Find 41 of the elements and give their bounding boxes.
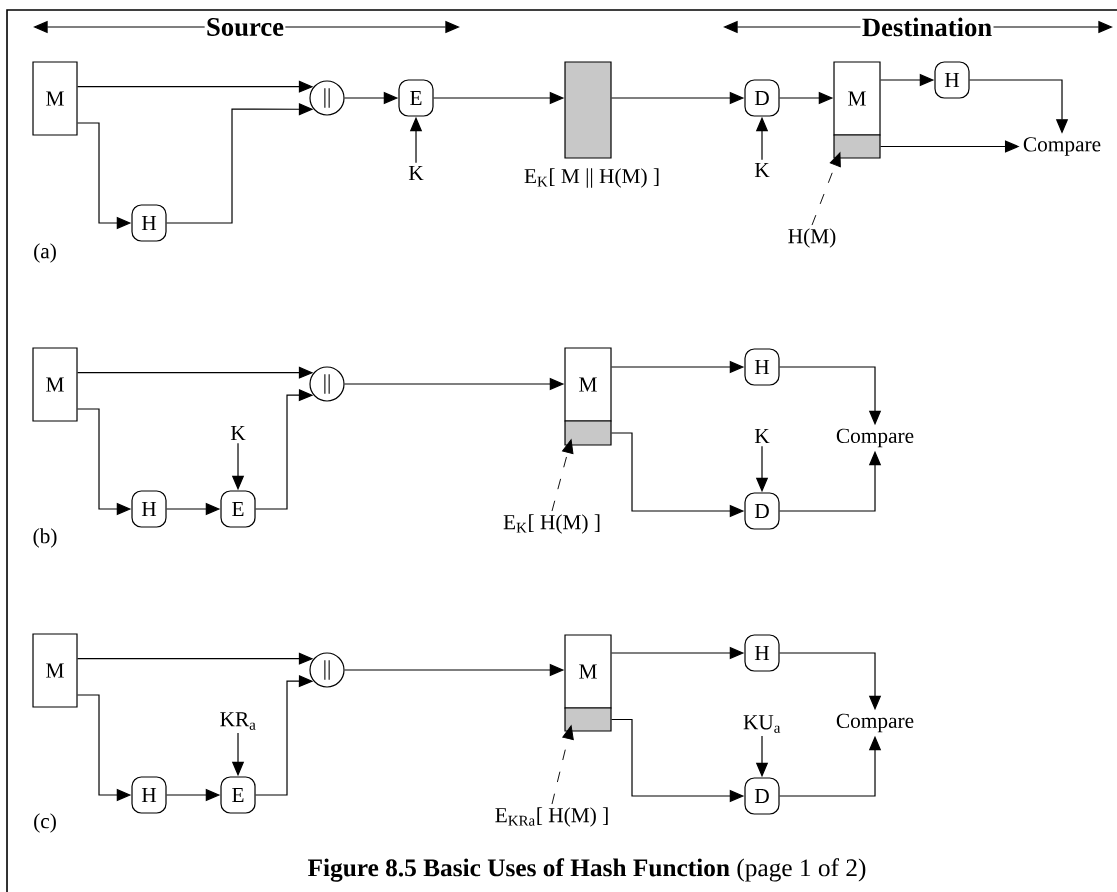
node-label: H(M) [788,228,836,248]
node-label: K [408,166,424,180]
box-caption: E$_{K}$[ M || H(M) ] [524,168,659,188]
node-label: KR$_{a}$ [220,712,256,730]
figure-caption: Figure 8.5 Basic Uses of Hash Function (page 1 of 2) [308,858,866,882]
node-label: Compare [836,713,914,733]
node-label: K [754,163,770,177]
shaded-box [564,61,612,159]
function-node: H [934,61,970,99]
node-label: E$_{KRa}$[ H(M) ] [495,807,608,827]
node-label: K [754,429,770,443]
message-box: M [32,61,78,136]
function-node: D [744,492,780,530]
message-box: M [32,347,78,422]
node-label: KU$_{a}$ [743,715,781,733]
function-node: D [744,79,780,117]
section-title: Destination [860,16,994,38]
shaded-box [564,420,612,446]
function-node: H [744,634,780,672]
leader-line [551,725,574,805]
leader-line [551,439,574,512]
function-node: H [131,204,167,242]
message-box: M [32,633,78,708]
function-node: E [398,79,434,117]
function-node: D [744,777,780,815]
shaded-box [833,134,881,159]
leader-line [811,152,841,226]
node-label: Compare [836,428,914,448]
section-title: Source [204,16,286,38]
node-label: Compare [1023,137,1101,156]
panel-label: (b) [33,528,57,548]
function-node: H [744,348,780,386]
function-node: E [220,490,256,528]
node-label: E$_{K}$[ H(M) ] [503,514,600,534]
panel-label: (a) [34,243,56,263]
function-node: E [220,776,256,814]
function-node: H [131,490,167,528]
shaded-box [564,707,612,732]
function-node: H [131,776,167,814]
panel-label: (c) [34,813,56,833]
node-label: K [230,426,246,440]
